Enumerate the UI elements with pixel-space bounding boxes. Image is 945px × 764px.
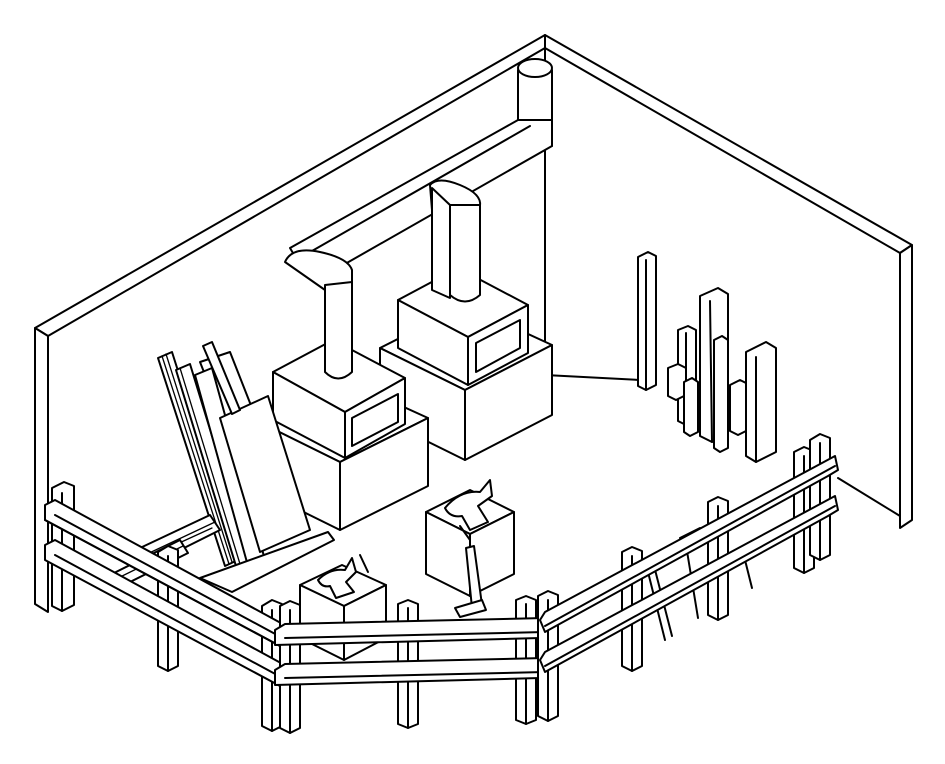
fence-right xyxy=(537,433,839,722)
anvil-icon xyxy=(317,557,357,599)
left-wall xyxy=(34,34,546,613)
metal-bar-stock xyxy=(637,251,777,463)
forge-front xyxy=(254,281,429,531)
right-wall xyxy=(544,34,913,529)
fence-left xyxy=(44,481,291,732)
anvil-icon xyxy=(444,479,493,531)
anvil-stand-rear xyxy=(425,479,515,618)
